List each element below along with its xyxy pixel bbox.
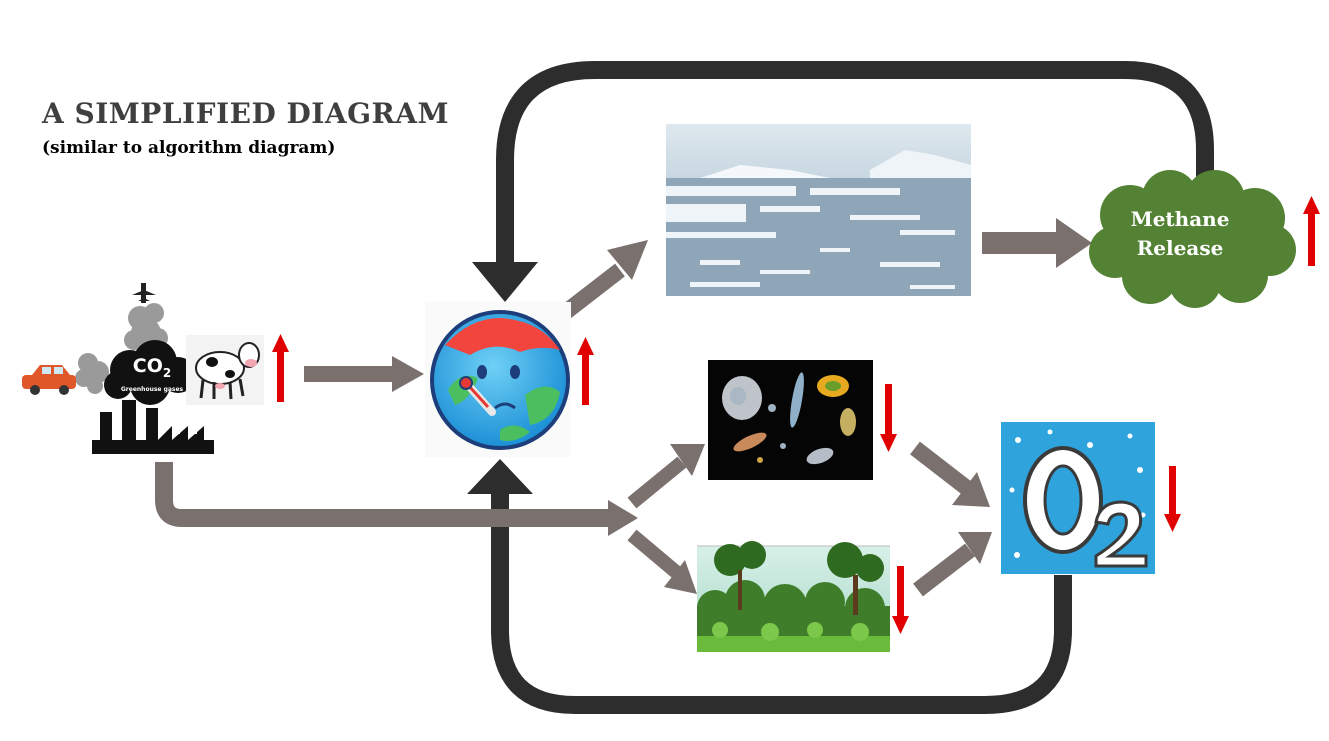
methane-cloud [1089,170,1296,308]
trend-up-earth [577,337,594,405]
smoke-plume [75,303,168,394]
diagram-subtitle: (similar to algorithm diagram) [42,138,336,158]
co2-caption: Greenhouse gases [120,386,184,393]
earth-heat-zone [445,318,560,355]
earth-left-eye [477,365,487,379]
arrow-branch-to-plankton [627,444,705,509]
plankton-image [708,360,873,480]
thermometer-icon [459,376,496,416]
arrow-branch-to-forest [627,529,697,594]
oxygen-subscript-2 [1094,500,1148,568]
top-loop-arrowhead [472,262,538,302]
top-feedback-loop [472,61,1214,302]
diagram-title: A SIMPLIFIED DIAGRAM [42,97,449,130]
oxygen-tile [1001,422,1155,574]
fevered-earth [425,302,571,457]
trend-down-oxygen [1164,466,1181,532]
bottom-feedback-loop [467,459,1072,714]
arrow-forest-to-oxygen [913,532,992,597]
earth-right-eye [510,365,520,379]
trend-up-methane [1303,196,1320,266]
emission-sources [22,283,264,454]
cow-icon [186,335,264,405]
arrow-ice-to-methane [982,218,1092,268]
car-icon [22,365,76,395]
arrow-sources-to-branch [155,462,638,536]
airplane-icon [132,283,156,303]
bottom-loop-arrowhead [467,459,533,494]
factory-icon [92,400,214,454]
rainforest-image [697,541,890,652]
trend-down-plankton [880,384,897,452]
co2-label: CO2 [132,355,172,380]
arrow-plankton-to-oxygen [910,441,990,507]
flow-arrows [155,218,1092,597]
arrow-earth-to-ice [553,240,648,325]
arrow-sources-to-earth [304,356,424,392]
methane-label: Methane Release [1130,207,1230,260]
trend-down-forest [892,566,909,634]
melting-ice-image [666,124,971,296]
trend-up-sources [272,334,289,402]
trend-arrows [272,196,1320,634]
